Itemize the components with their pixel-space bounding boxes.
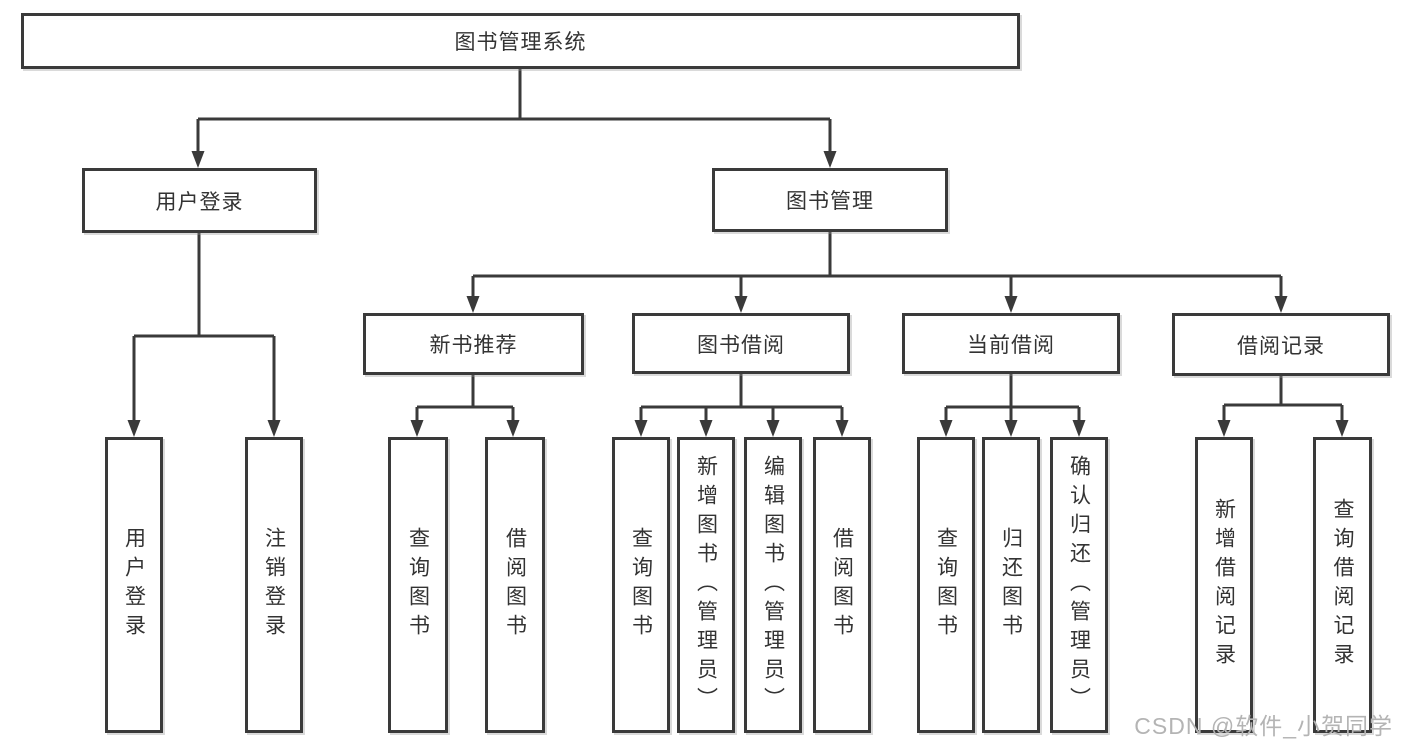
arrowheads: [127, 151, 1349, 437]
node-book-management: 图书管理: [712, 168, 948, 232]
node-user-login-group: 用户登录: [82, 168, 317, 233]
node-user-login: 用户登录: [105, 437, 163, 733]
node-logout: 注销登录: [245, 437, 303, 733]
node-query-borrow-record-label: 查询借阅记录: [1331, 498, 1354, 672]
connector-root-fork: [196, 69, 832, 154]
connector-new-book-fork: [415, 375, 515, 423]
node-edit-books-admin: 编辑图书（管理员）: [744, 437, 802, 733]
node-borrow-books-label: 借阅图书: [830, 527, 854, 643]
node-return-books: 归还图书: [982, 437, 1040, 733]
node-user-login-label: 用户登录: [122, 527, 146, 643]
node-query-books-recommend-label: 查询图书: [406, 527, 430, 643]
csdn-watermark: CSDN @软件_小贺同学: [1134, 713, 1393, 739]
node-confirm-return-admin-label: 确认归还（管理员）: [1067, 454, 1091, 716]
node-confirm-return-admin: 确认归还（管理员）: [1050, 437, 1108, 733]
node-return-books-label: 归还图书: [999, 527, 1023, 643]
node-logout-label: 注销登录: [262, 527, 286, 643]
node-edit-books-admin-label: 编辑图书（管理员）: [761, 454, 785, 716]
node-query-books-borrowing: 查询图书: [612, 437, 670, 733]
node-query-books-current-label: 查询图书: [934, 527, 958, 643]
node-book-borrowing: 图书借阅: [632, 313, 850, 374]
node-current-borrowing: 当前借阅: [902, 313, 1120, 374]
connector-book-borrow-fork: [639, 374, 844, 423]
node-add-borrow-record-label: 新增借阅记录: [1212, 498, 1236, 672]
node-add-books-admin: 新增图书（管理员）: [677, 437, 735, 733]
node-query-books-recommend: 查询图书: [388, 437, 448, 733]
connector-borrow-record-fork: [1222, 376, 1344, 423]
node-query-books-borrowing-label: 查询图书: [629, 527, 653, 643]
connector-book-management-fork: [471, 232, 1283, 299]
node-library-management-system: 图书管理系统: [21, 13, 1020, 69]
node-query-books-current: 查询图书: [917, 437, 975, 733]
node-new-book-recommendation: 新书推荐: [363, 313, 584, 375]
node-borrow-books: 借阅图书: [813, 437, 871, 733]
node-borrowing-records: 借阅记录: [1172, 313, 1390, 376]
connector-user-login-fork: [132, 233, 276, 423]
node-add-borrow-record: 新增借阅记录: [1195, 437, 1253, 733]
node-add-books-admin-label: 新增图书（管理员）: [694, 454, 718, 716]
node-borrow-books-recommend-label: 借阅图书: [503, 527, 527, 643]
node-borrow-books-recommend: 借阅图书: [485, 437, 545, 733]
connector-current-borrow-fork: [944, 374, 1081, 423]
node-query-borrow-record: 查询借阅记录: [1313, 437, 1372, 733]
